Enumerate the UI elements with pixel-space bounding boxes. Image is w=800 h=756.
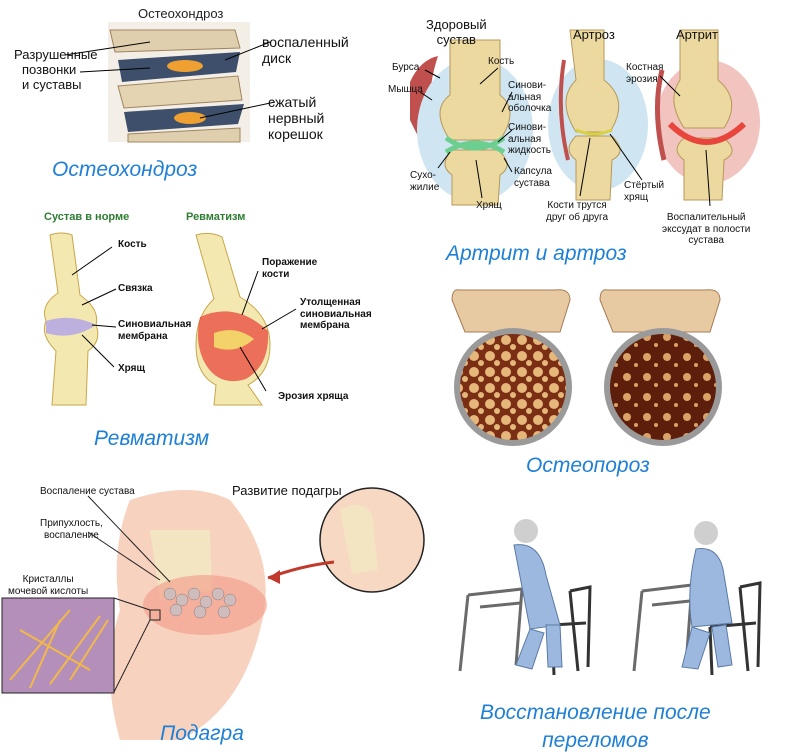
rheum-synovial: Синовиальная мембрана bbox=[118, 319, 192, 342]
label-bursa: Бурса bbox=[392, 62, 420, 73]
joints-illustration bbox=[410, 29, 760, 207]
rheum-cartilage: Хрящ bbox=[118, 363, 145, 374]
arthritis-panel: Здоровый сустав Артроз Артрит Бурса Мышц… bbox=[380, 0, 800, 270]
label-muscle: Мышца bbox=[388, 84, 423, 95]
recovery-illustration bbox=[458, 519, 762, 676]
label-bones-rub: Кости трутся друг об друга bbox=[546, 200, 609, 223]
osteoporosis-panel: Остеопороз bbox=[420, 270, 800, 485]
label-tendon: Сухо- жилие bbox=[410, 170, 440, 193]
osteoporosis-illustration bbox=[451, 289, 722, 446]
gout-inflammation: Воспаление сустава bbox=[40, 486, 135, 497]
rheum-cartilage-erosion: Эрозия хряща bbox=[278, 391, 349, 402]
arthritis-caption: Артрит и артроз bbox=[446, 242, 627, 265]
label-destroyed: Разрушенные позвонки и суставы bbox=[14, 47, 98, 92]
rheum-title: Ревматизм bbox=[186, 211, 246, 223]
osteochondrosis-caption: Остеохондроз bbox=[52, 158, 198, 181]
col-healthy: Здоровый сустав bbox=[426, 17, 487, 47]
label-synovial-membrane: Синови- альная оболочка bbox=[508, 80, 552, 114]
recovery-caption: Восстановление после переломов bbox=[480, 701, 711, 753]
recovery-panel: Восстановление после переломов bbox=[420, 495, 800, 755]
rheumatism-caption: Ревматизм bbox=[94, 427, 210, 450]
label-synovial-fluid: Синови- альная жидкость bbox=[508, 122, 551, 156]
gout-swelling: Припухлость, воспаление bbox=[40, 518, 103, 541]
gout-illustration bbox=[1, 487, 425, 740]
label-bone-erosion: Костная эрозия bbox=[626, 62, 664, 85]
rheumatism-illustration bbox=[43, 232, 297, 406]
osteoporosis-caption: Остеопороз bbox=[526, 454, 650, 477]
label-capsule: Капсула сустава bbox=[514, 166, 552, 189]
col-arthritis: Артрит bbox=[676, 27, 719, 42]
osteochondrosis-panel: Остеохондроз Разрушенные позвонки и суст… bbox=[0, 0, 400, 200]
label-bone: Кость bbox=[488, 56, 515, 67]
rheum-normal-title: Сустав в норме bbox=[44, 211, 130, 223]
label-cartilage: Хрящ bbox=[476, 200, 502, 211]
gout-caption: Подагра bbox=[160, 722, 244, 745]
rheum-thick-synovial: Утолщенная синовиальная мембрана bbox=[300, 297, 372, 331]
osteochondrosis-title: Остеохондроз bbox=[138, 6, 224, 21]
label-worn-cartilage: Стёртый хрящ bbox=[624, 180, 665, 203]
label-disc: воспаленный диск bbox=[262, 34, 349, 67]
rheum-bone: Кость bbox=[118, 239, 147, 250]
col-arthrosis: Артроз bbox=[573, 27, 615, 42]
rheumatism-panel: Сустав в норме Ревматизм Кость Связка Си… bbox=[0, 205, 400, 465]
label-exudate: Воспалительный экссудат в полости сустав… bbox=[662, 212, 751, 246]
label-nerve: сжатый нервный корешок bbox=[268, 94, 325, 143]
gout-crystals: Кристаллы мочевой кислоты bbox=[8, 574, 89, 597]
gout-panel: Воспаление сустава Припухлость, воспален… bbox=[0, 470, 425, 755]
rheum-ligament: Связка bbox=[118, 283, 153, 294]
rheum-bone-damage: Поражение кости bbox=[262, 257, 318, 280]
spine-illustration bbox=[64, 22, 276, 143]
gout-development: Развитие подагры bbox=[232, 483, 342, 498]
